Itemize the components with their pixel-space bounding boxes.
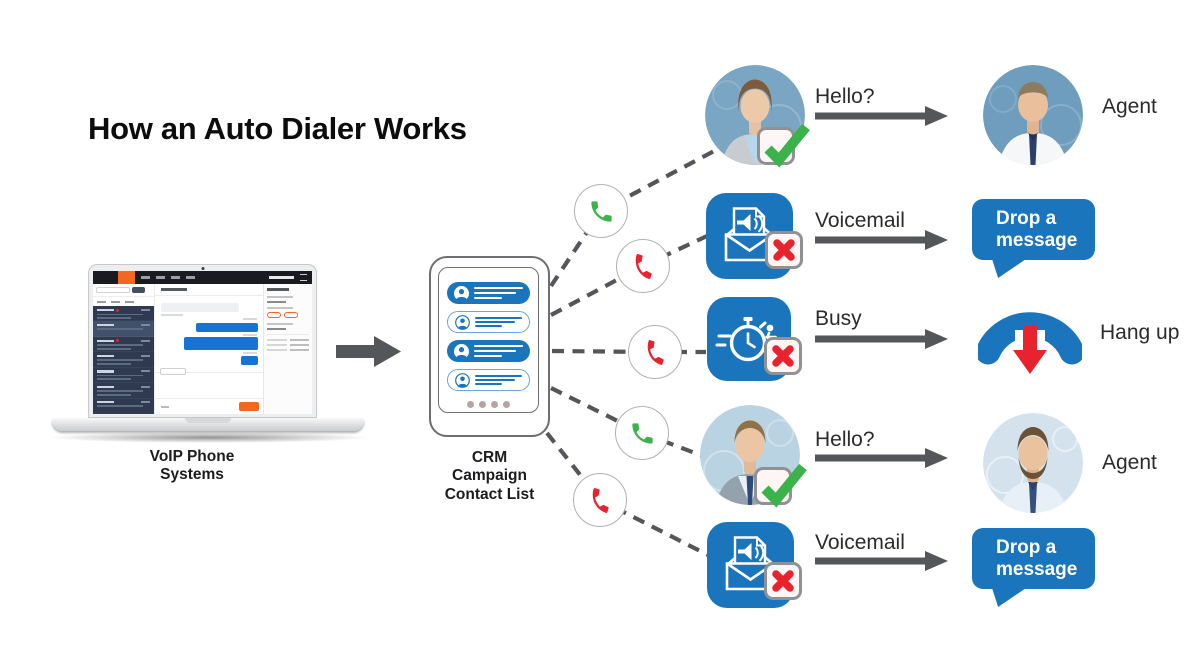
send-button [239,402,259,411]
pager-dots [447,401,530,408]
page-title: How an Auto Dialer Works [88,110,467,146]
outcome-1-result-label: Agent [1102,95,1157,118]
hang-up-icon [975,304,1085,381]
conversation-item-selected [93,321,154,337]
voip-laptop [48,262,370,448]
conversation-item [93,306,154,322]
phone-label: CRM Campaign Contact List [444,449,535,503]
laptop-label: VoIP Phone Systems [149,448,235,484]
outgoing-message-bubble [184,337,258,350]
outcome-3-result-label: Hang up [1100,321,1180,344]
crm-conversation-sidebar [93,284,154,414]
outgoing-message-bubble [196,323,258,332]
contact-row [447,369,530,391]
outcome-4-label: Hello? [815,428,875,451]
crm-tabs [93,297,154,306]
drop-message-bubble-1: Drop a message [972,199,1095,260]
laptop-lid [88,264,317,418]
outcome-3-label: Busy [815,307,862,330]
call-declined-icon [573,473,627,527]
filter-chip [160,368,186,375]
outgoing-action-button [241,356,258,365]
webcam-dot [201,266,204,270]
call-answered-icon [615,406,669,460]
conversation-item [93,383,154,399]
accept-pill-button [267,311,281,318]
crm-topbar [93,271,312,284]
crm-message-input-bar [155,398,263,414]
search-button [132,286,145,294]
contact-avatar-icon [454,343,469,359]
phone-screen [438,267,539,413]
hamburger-icon [300,274,307,281]
call-declined-icon [628,325,682,379]
call-declined-icon [616,239,670,293]
agent-avatar-1 [983,65,1083,165]
crm-chat-panel [154,284,263,414]
crm-conversation-list [93,306,154,414]
crm-logo-button [118,271,135,284]
answered-check-badge [754,463,807,508]
missed-x-badge [765,231,803,269]
conversation-item [93,399,154,414]
crm-contact-details-panel [263,284,312,414]
laptop-shadow [48,432,370,443]
conversation-item [93,352,154,368]
crm-phone-number [269,276,294,279]
outcome-2-label: Voicemail [815,209,905,232]
outcome-1-label: Hello? [815,85,875,108]
contact-row [447,311,530,333]
agent-avatar-2 [983,413,1083,513]
conversation-item [93,337,154,353]
drop-message-bubble-2: Drop a message [972,528,1095,589]
contact-avatar-icon [455,314,470,330]
missed-x-badge [764,562,802,600]
crm-app-screen [93,271,312,414]
call-answered-icon [574,184,628,238]
attach-icon [161,405,169,408]
contact-row [447,340,530,362]
missed-x-badge [764,337,802,375]
outcome-4-result-label: Agent [1102,451,1157,474]
contact-avatar-icon [455,372,470,388]
crm-contact-list-phone [429,256,550,437]
contact-avatar-icon [454,285,469,301]
search-input [96,287,130,293]
contact-row [447,282,530,304]
reject-pill-button [284,311,298,318]
answered-check-badge [757,123,810,168]
incoming-message-bubble [161,303,239,312]
outcome-5-label: Voicemail [815,531,905,554]
laptop-base [52,418,364,431]
conversation-item [93,368,154,384]
crm-search-row [93,284,154,297]
